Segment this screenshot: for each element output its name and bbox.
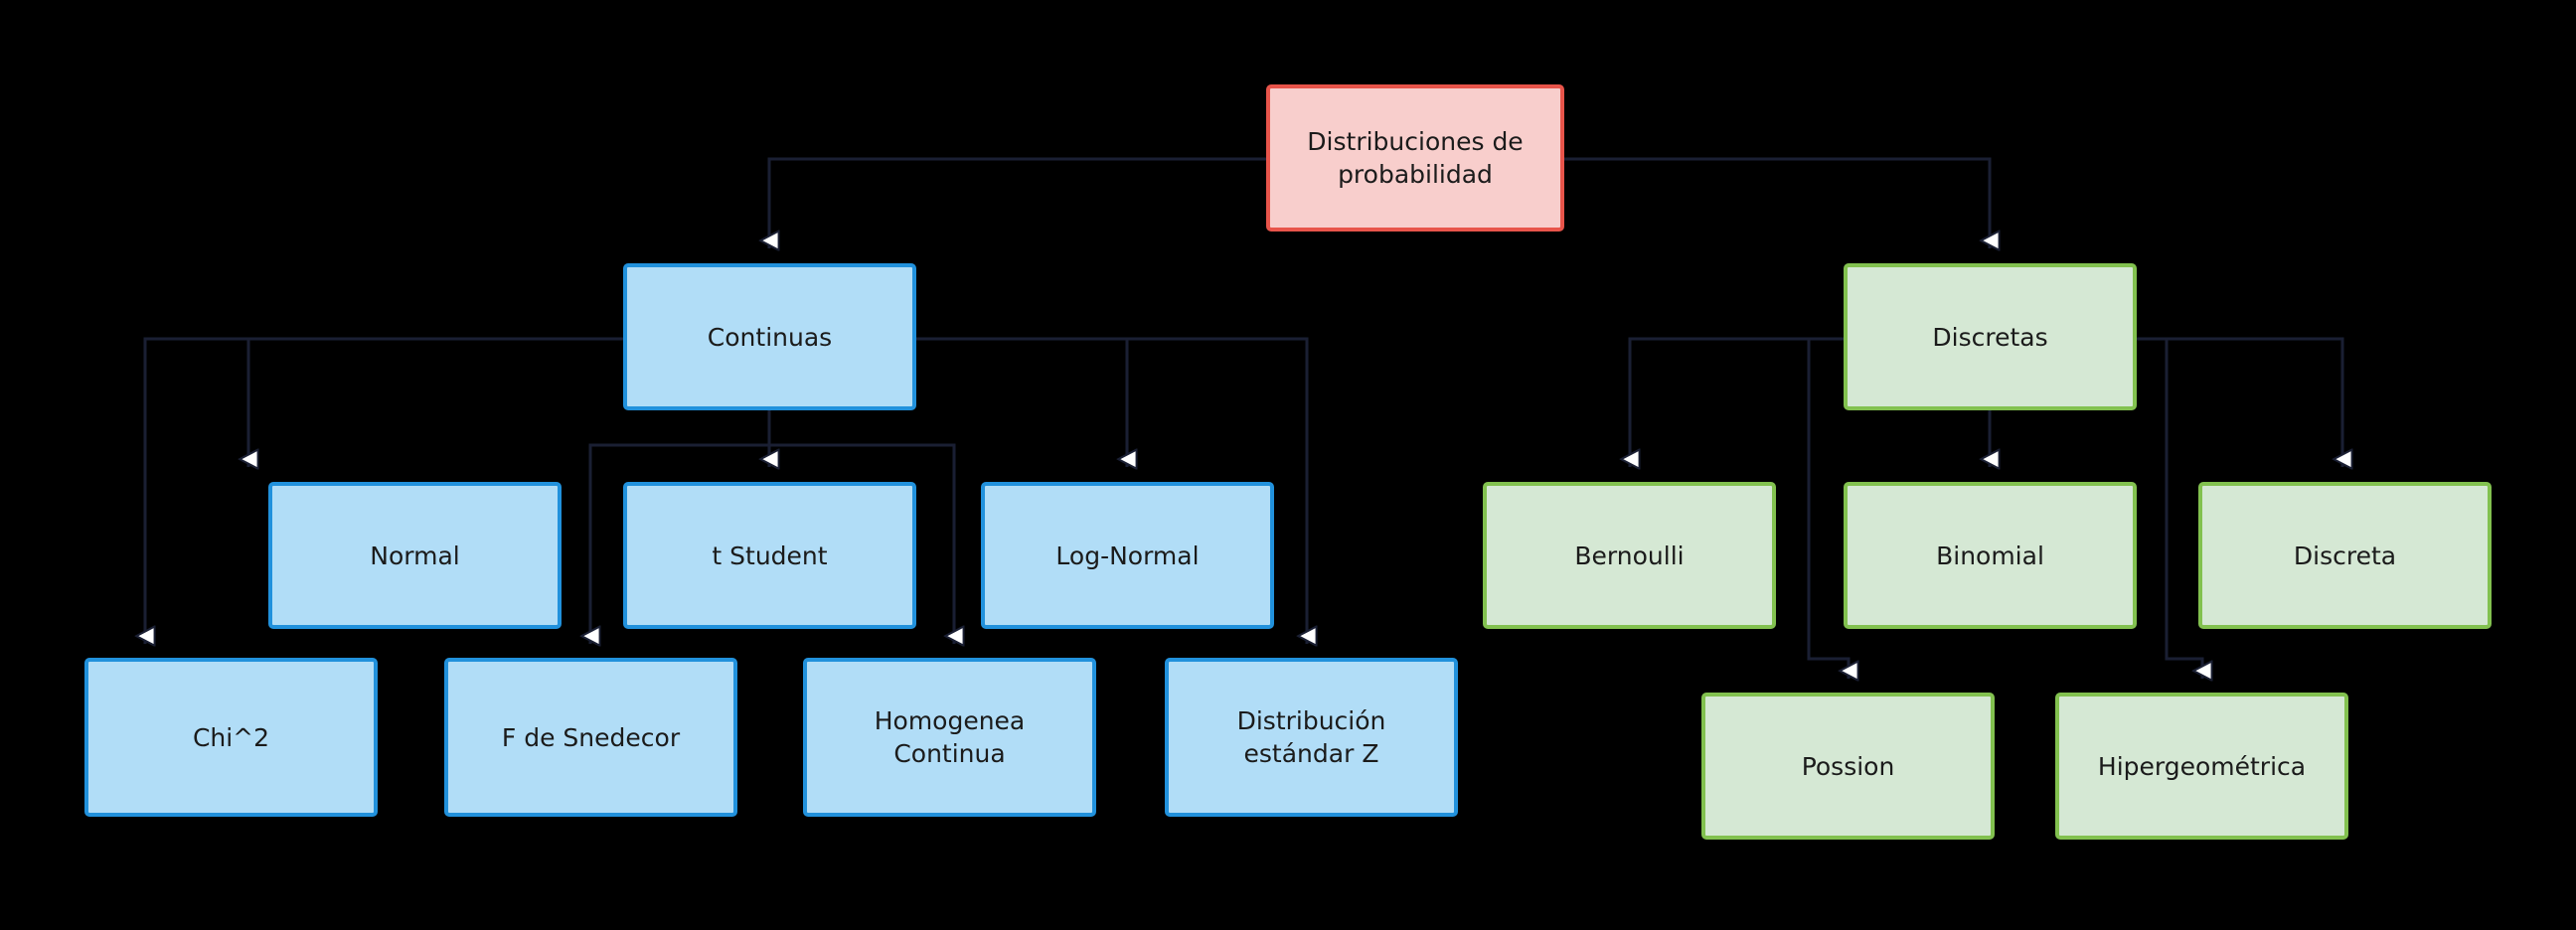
edge-discretas-to-possion	[1807, 337, 1849, 679]
node-label-possion: Possion	[1801, 751, 1895, 781]
node-label-chi2: Chi^2	[192, 722, 270, 752]
node-bernoulli[interactable]: Bernoulli	[1483, 482, 1776, 629]
node-label-discretas: Discretas	[1932, 322, 2048, 352]
node-zstd[interactable]: Distribución estándar Z	[1165, 658, 1458, 817]
node-label-bernoulli: Bernoulli	[1574, 541, 1685, 570]
node-label-homogenea: Homogenea Continua	[874, 706, 1026, 768]
edge-continuas-to-normal	[248, 337, 623, 467]
node-continuas[interactable]: Continuas	[623, 263, 916, 410]
node-label-lognormal: Log-Normal	[1055, 541, 1200, 570]
node-label-zstd: Distribución estándar Z	[1236, 706, 1386, 768]
node-label-tstudent: t Student	[712, 541, 828, 570]
node-binomial[interactable]: Binomial	[1844, 482, 2137, 629]
node-discreta[interactable]: Discreta	[2198, 482, 2492, 629]
node-label-discreta: Discreta	[2293, 541, 2397, 570]
edge-continuas-to-lognormal	[916, 337, 1127, 467]
node-normal[interactable]: Normal	[268, 482, 562, 629]
node-tstudent[interactable]: t Student	[623, 482, 916, 629]
node-hipergeo[interactable]: Hipergeométrica	[2055, 693, 2348, 840]
edge-root-to-continuas	[769, 157, 1266, 248]
edge-root-to-discretas	[1564, 157, 1990, 248]
node-label-root: Distribuciones de probabilidad	[1307, 127, 1524, 189]
node-label-binomial: Binomial	[1936, 541, 2044, 570]
node-lognormal[interactable]: Log-Normal	[981, 482, 1274, 629]
edge-discretas-to-bernoulli	[1630, 337, 1844, 467]
node-chi2[interactable]: Chi^2	[84, 658, 378, 817]
node-label-hipergeo: Hipergeométrica	[2097, 751, 2307, 781]
node-fsnedecor[interactable]: F de Snedecor	[444, 658, 737, 817]
node-discretas[interactable]: Discretas	[1844, 263, 2137, 410]
node-homogenea[interactable]: Homogenea Continua	[803, 658, 1096, 817]
node-label-continuas: Continuas	[707, 322, 833, 352]
node-possion[interactable]: Possion	[1701, 693, 1995, 840]
edge-discretas-to-hipergeo	[2137, 337, 2202, 679]
edge-discretas-to-discreta	[2137, 337, 2342, 467]
node-label-normal: Normal	[370, 541, 460, 570]
node-root[interactable]: Distribuciones de probabilidad	[1266, 84, 1564, 232]
node-label-fsnedecor: F de Snedecor	[501, 722, 681, 752]
